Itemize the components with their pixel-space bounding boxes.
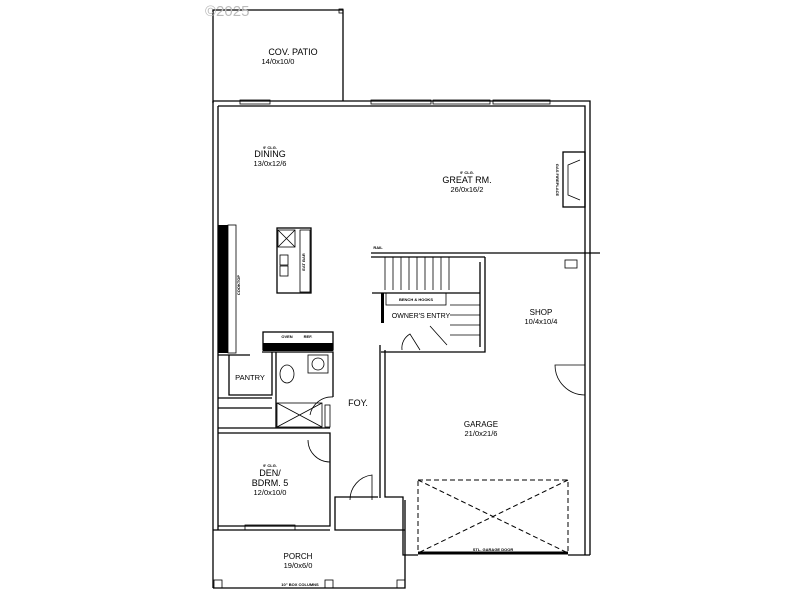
columns-label: 10" BOX COLUMNS xyxy=(281,582,319,587)
rail-label: RAIL xyxy=(373,245,383,250)
den-walls xyxy=(218,432,378,527)
pantry-label: PANTRY xyxy=(235,373,265,382)
porch-size: 19/0x6/0 xyxy=(284,561,313,570)
den-label-2: BDRM. 5 xyxy=(252,478,289,488)
great-rm-size: 26/0x16/2 xyxy=(451,185,484,194)
garage-label: GARAGE xyxy=(464,420,498,429)
foyer-label: FOY. xyxy=(348,398,368,408)
great-rm-ceiling: 9' CLG. xyxy=(460,170,474,175)
shop-label: SHOP xyxy=(530,308,553,317)
porch-outline xyxy=(213,500,406,589)
bench-label: BENCH & HOOKS xyxy=(399,297,433,302)
den-size: 12/0x10/0 xyxy=(254,488,287,497)
owners-entry-walls xyxy=(381,292,448,351)
den-label: DEN/ xyxy=(259,468,281,478)
cov-patio-label: COV. PATIO xyxy=(268,47,317,57)
fireplace xyxy=(562,151,586,208)
garage-door-label: STL. GARAGE DOOR xyxy=(473,547,514,552)
ref-label: REF. xyxy=(304,334,313,339)
garage-size: 21/0x21/6 xyxy=(465,429,498,438)
oven-label: OVEN xyxy=(281,334,292,339)
pantry-bath-walls xyxy=(218,331,334,429)
fireplace-label: GAS FIREPLACE xyxy=(555,164,560,197)
kitchen-counter xyxy=(218,224,237,354)
cov-patio-outline xyxy=(212,8,344,103)
garage-walls xyxy=(379,250,590,556)
great-rm-label: GREAT RM. xyxy=(442,175,491,185)
staircase xyxy=(371,252,600,353)
dining-ceiling: 9' CLG. xyxy=(263,145,277,150)
dining-label: DINING xyxy=(254,149,286,159)
owners-entry-label: OWNER'S ENTRY xyxy=(392,313,451,320)
kitchen-island xyxy=(276,227,312,294)
garage-door xyxy=(417,479,569,555)
shop-size: 10/4x10/4 xyxy=(525,317,558,326)
dining-size: 13/0x12/6 xyxy=(254,159,287,168)
cooktop-label: COOKTOP xyxy=(236,275,241,295)
den-ceiling: 9' CLG. xyxy=(263,463,277,468)
porch-label: PORCH xyxy=(284,552,313,561)
cov-patio-size: 14/0x10/0 xyxy=(262,57,295,66)
island-label: EAT BAR xyxy=(301,253,306,271)
watermark: ©2025 xyxy=(205,3,249,20)
